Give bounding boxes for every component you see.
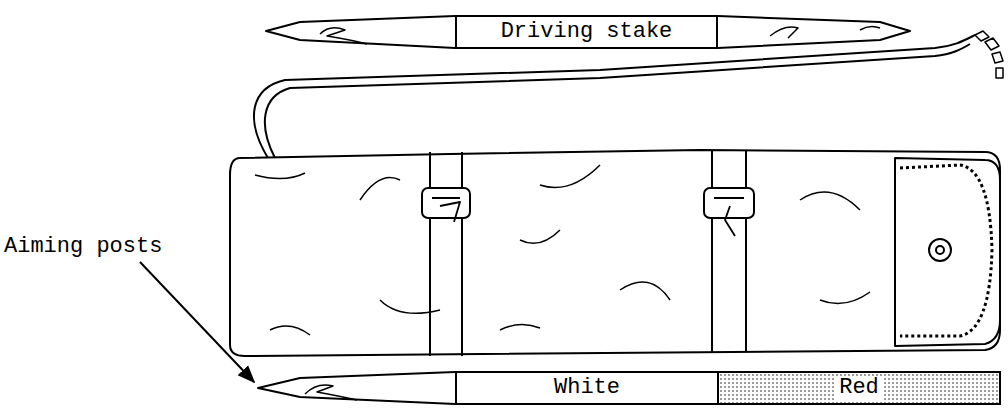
leader-line [140, 262, 254, 382]
white-band: White [455, 371, 719, 405]
aiming-post [258, 372, 455, 404]
driving-stake [266, 16, 910, 48]
band-label: Red [836, 376, 882, 400]
part-label: Aiming posts [4, 236, 162, 258]
red-band: Red [717, 371, 1001, 405]
band-label: White [551, 376, 623, 400]
band-label: Driving stake [498, 20, 676, 44]
post-case [230, 150, 1000, 356]
stake-band: Driving stake [455, 15, 718, 49]
